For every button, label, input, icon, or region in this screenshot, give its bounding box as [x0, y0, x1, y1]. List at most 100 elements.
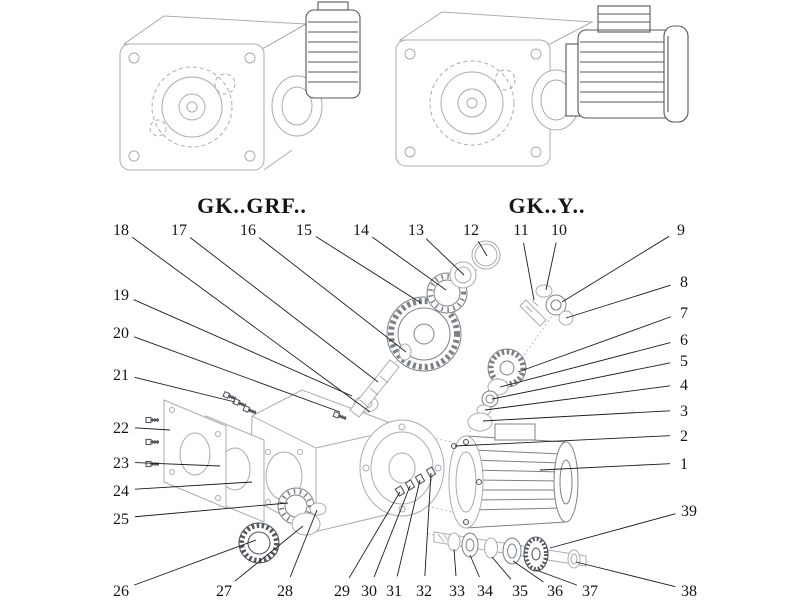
leader-line-39: [549, 513, 676, 549]
callout-25: 25: [113, 511, 129, 528]
leader-line-23: [134, 462, 221, 467]
bearing-36-drawing: [502, 537, 522, 565]
leader-line-28: [289, 509, 318, 578]
leader-line-1: [539, 463, 671, 471]
callout-16: 16: [240, 222, 256, 239]
callout-1: 1: [680, 456, 688, 473]
leader-line-3: [482, 410, 671, 422]
callout-32: 32: [416, 583, 432, 600]
leader-line-26: [133, 539, 257, 586]
callout-38: 38: [681, 583, 697, 600]
callout-31: 31: [386, 583, 402, 600]
ring-38-drawing: [567, 549, 581, 569]
race-13-drawing: [449, 261, 477, 289]
callout-24: 24: [113, 483, 129, 500]
fan-end-drawing: [553, 441, 579, 523]
input-cover-fins-drawing: [305, 1, 361, 99]
pinion-shaft-19-drawing: [349, 359, 400, 418]
callout-22: 22: [113, 420, 129, 437]
oring-3-drawing: [467, 412, 493, 432]
leader-line-22: [134, 427, 171, 431]
leader-line-36: [512, 560, 544, 583]
callout-8: 8: [680, 274, 688, 291]
gearbox-grf-drawing: [119, 1, 361, 171]
leader-line-5: [491, 362, 671, 400]
bearing-9-drawing: [545, 294, 567, 316]
callout-21: 21: [113, 367, 129, 384]
callout-9: 9: [677, 222, 685, 239]
leader-line-37: [535, 569, 578, 586]
leader-line-13: [425, 238, 465, 276]
leader-line-32: [424, 472, 432, 577]
leader-line-2: [454, 435, 671, 447]
exploded-view: [144, 240, 593, 572]
callout-17: 17: [171, 222, 187, 239]
leader-line-4: [484, 385, 671, 411]
leader-line-7: [517, 316, 671, 373]
variant-label-grf: GK..GRF..: [197, 193, 307, 218]
motor-assembled-drawing: [565, 5, 689, 123]
callout-28: 28: [277, 583, 293, 600]
leader-line-25: [134, 502, 289, 518]
callout-6: 6: [680, 332, 688, 349]
callout-11: 11: [513, 222, 528, 239]
leader-line-9: [561, 235, 670, 303]
flange-fasteners: [394, 466, 437, 497]
callout-14: 14: [353, 222, 369, 239]
leader-line-20: [133, 336, 341, 413]
motor-exploded-drawing: [448, 423, 579, 529]
leader-line-27: [234, 525, 304, 582]
leader-line-33: [453, 548, 457, 577]
callout-39: 39: [681, 503, 697, 520]
leader-line-17: [189, 237, 379, 383]
callout-18: 18: [113, 222, 129, 239]
leader-line-30: [373, 485, 411, 578]
callout-20: 20: [113, 325, 129, 342]
callout-37: 37: [582, 583, 598, 600]
callout-12: 12: [463, 222, 479, 239]
leader-line-14: [372, 236, 447, 291]
callout-3: 3: [680, 403, 688, 420]
callout-33: 33: [449, 583, 465, 600]
bearing-34-drawing: [461, 532, 479, 558]
leader-line-15: [315, 236, 422, 304]
cover-plate-group: [144, 390, 327, 564]
bevel-shaft-11-drawing: [519, 299, 547, 327]
ring-28-drawing: [309, 502, 327, 516]
gear-37-drawing: [523, 536, 549, 572]
leader-line-16: [258, 237, 407, 353]
leader-line-6: [499, 342, 671, 388]
callout-34: 34: [477, 583, 493, 600]
input-shaft-group: [467, 284, 574, 432]
gearbox-y-drawing: [395, 5, 689, 167]
callout-4: 4: [680, 377, 688, 394]
fan-cowl-drawing: [663, 25, 689, 123]
ring-33-drawing: [447, 532, 461, 552]
motor-flange-drawing: [448, 435, 484, 529]
ring-15-drawing: [398, 343, 412, 361]
callout-26: 26: [113, 583, 129, 600]
leader-line-19: [133, 299, 353, 397]
leader-line-38: [575, 561, 676, 588]
leader-line-29: [348, 491, 401, 579]
leader-line-24: [134, 481, 253, 490]
gear-shaft-group: [349, 240, 501, 418]
callout-10: 10: [551, 222, 567, 239]
callout-15: 15: [296, 222, 312, 239]
leader-line-8: [565, 284, 671, 319]
ring-10-drawing: [535, 284, 553, 298]
leader-line-11: [523, 242, 535, 301]
leader-line-10: [545, 242, 557, 291]
leader-line-35: [491, 556, 512, 580]
callout-19: 19: [113, 287, 129, 304]
callout-27: 27: [216, 583, 232, 600]
callout-13: 13: [408, 222, 424, 239]
output-shaft-assembly: [433, 531, 587, 572]
terminal-box-drawing: [494, 423, 536, 441]
callout-7: 7: [680, 305, 688, 322]
leader-line-18: [132, 236, 371, 413]
callout-23: 23: [113, 455, 129, 472]
